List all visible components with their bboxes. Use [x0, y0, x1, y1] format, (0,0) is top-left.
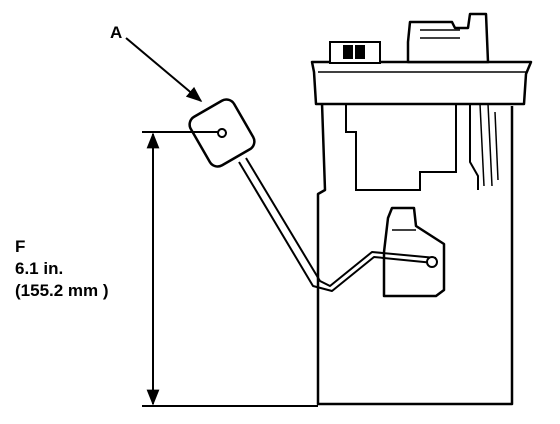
electrical-connector [329, 41, 381, 64]
fuel-outlet-fitting [406, 12, 490, 64]
callout-label-a: A [110, 23, 123, 42]
float-arm [238, 157, 437, 292]
float [188, 98, 256, 168]
callout-leader-a [125, 37, 203, 103]
dimension-line-f [142, 131, 318, 407]
pump-internals [345, 103, 499, 191]
pump-flange [310, 60, 533, 106]
arm-pivot-bracket [382, 206, 446, 298]
float-arm-pivot [426, 256, 438, 268]
dimension-value-imperial: 6.1 in. [15, 259, 64, 278]
dimension-label-f: F [15, 237, 26, 256]
dimension-value-metric: (155.2 mm ) [15, 281, 109, 300]
